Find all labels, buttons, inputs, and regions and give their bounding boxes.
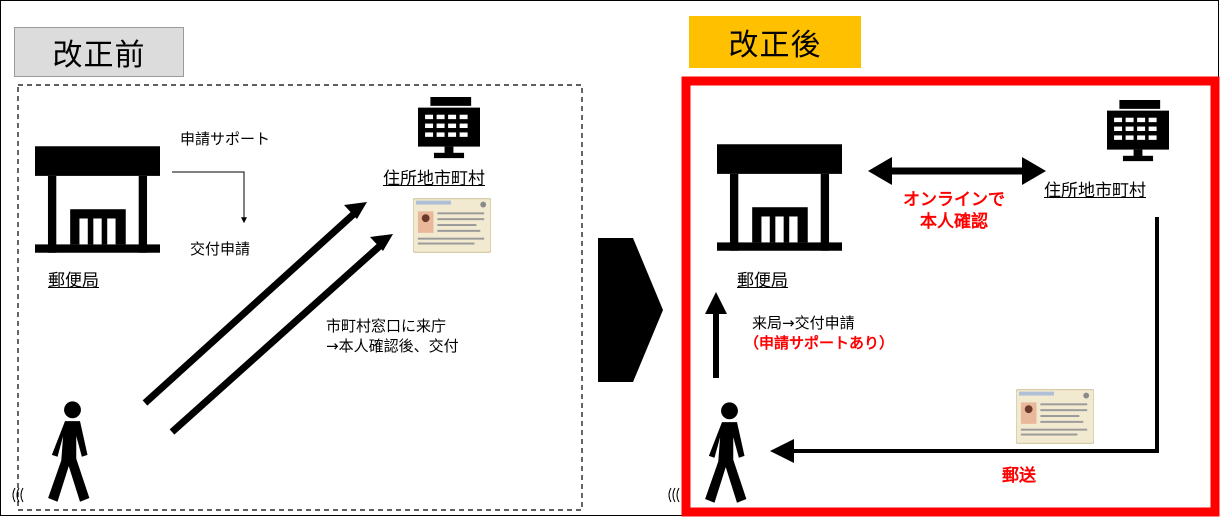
apply-arrow-head [705,292,727,314]
sound-wave-icon [12,487,24,503]
after-title: 改正後 [689,16,861,68]
support-flow-arrow [172,171,247,224]
municipal-building-icon [1107,100,1169,162]
mail-route-head [770,439,794,463]
sound-wave-icon [668,487,680,503]
after-panel-border [681,76,1220,517]
mail-route-line [790,217,1159,453]
post-office-icon [35,146,160,253]
walking-person-icon [705,402,747,503]
visit-text-line2: →本人確認後、交付 [326,337,459,355]
visit-arrow-2-line [169,241,385,435]
visit-text-line1: 市町村窓口に来庁 [326,317,447,335]
id-card-icon [1016,389,1094,444]
application-label: 交付申請 [190,240,251,258]
mail-label: 郵送 [1002,466,1036,486]
visit-arrow-1-line [142,209,359,406]
transition-arrow [598,238,663,382]
visit-arrow-2-head [370,234,393,251]
post-office-icon [717,144,842,251]
after-municipality-label: 住所地市町村 [1044,181,1146,201]
online-verify-line1: オンラインで [903,190,1005,210]
before-post-office-label: 郵便局 [48,271,99,291]
online-link-head-left [868,157,892,185]
after-post-office-label: 郵便局 [737,271,788,291]
online-verify-line2: 本人確認 [920,212,988,232]
after-visit-text-line1: 来局→交付申請 [752,314,855,332]
walking-person-icon [48,401,90,502]
before-municipality-label: 住所地市町村 [383,169,485,189]
before-panel-border [17,84,583,511]
municipal-building-icon [418,97,480,159]
after-visit-text-line2: （申請サポートあり） [744,334,895,352]
online-link-head-right [1022,157,1046,185]
support-label: 申請サポート [180,130,271,148]
before-title: 改正前 [14,27,184,77]
id-card-icon [413,198,491,253]
visit-arrow-1-head [344,202,367,219]
